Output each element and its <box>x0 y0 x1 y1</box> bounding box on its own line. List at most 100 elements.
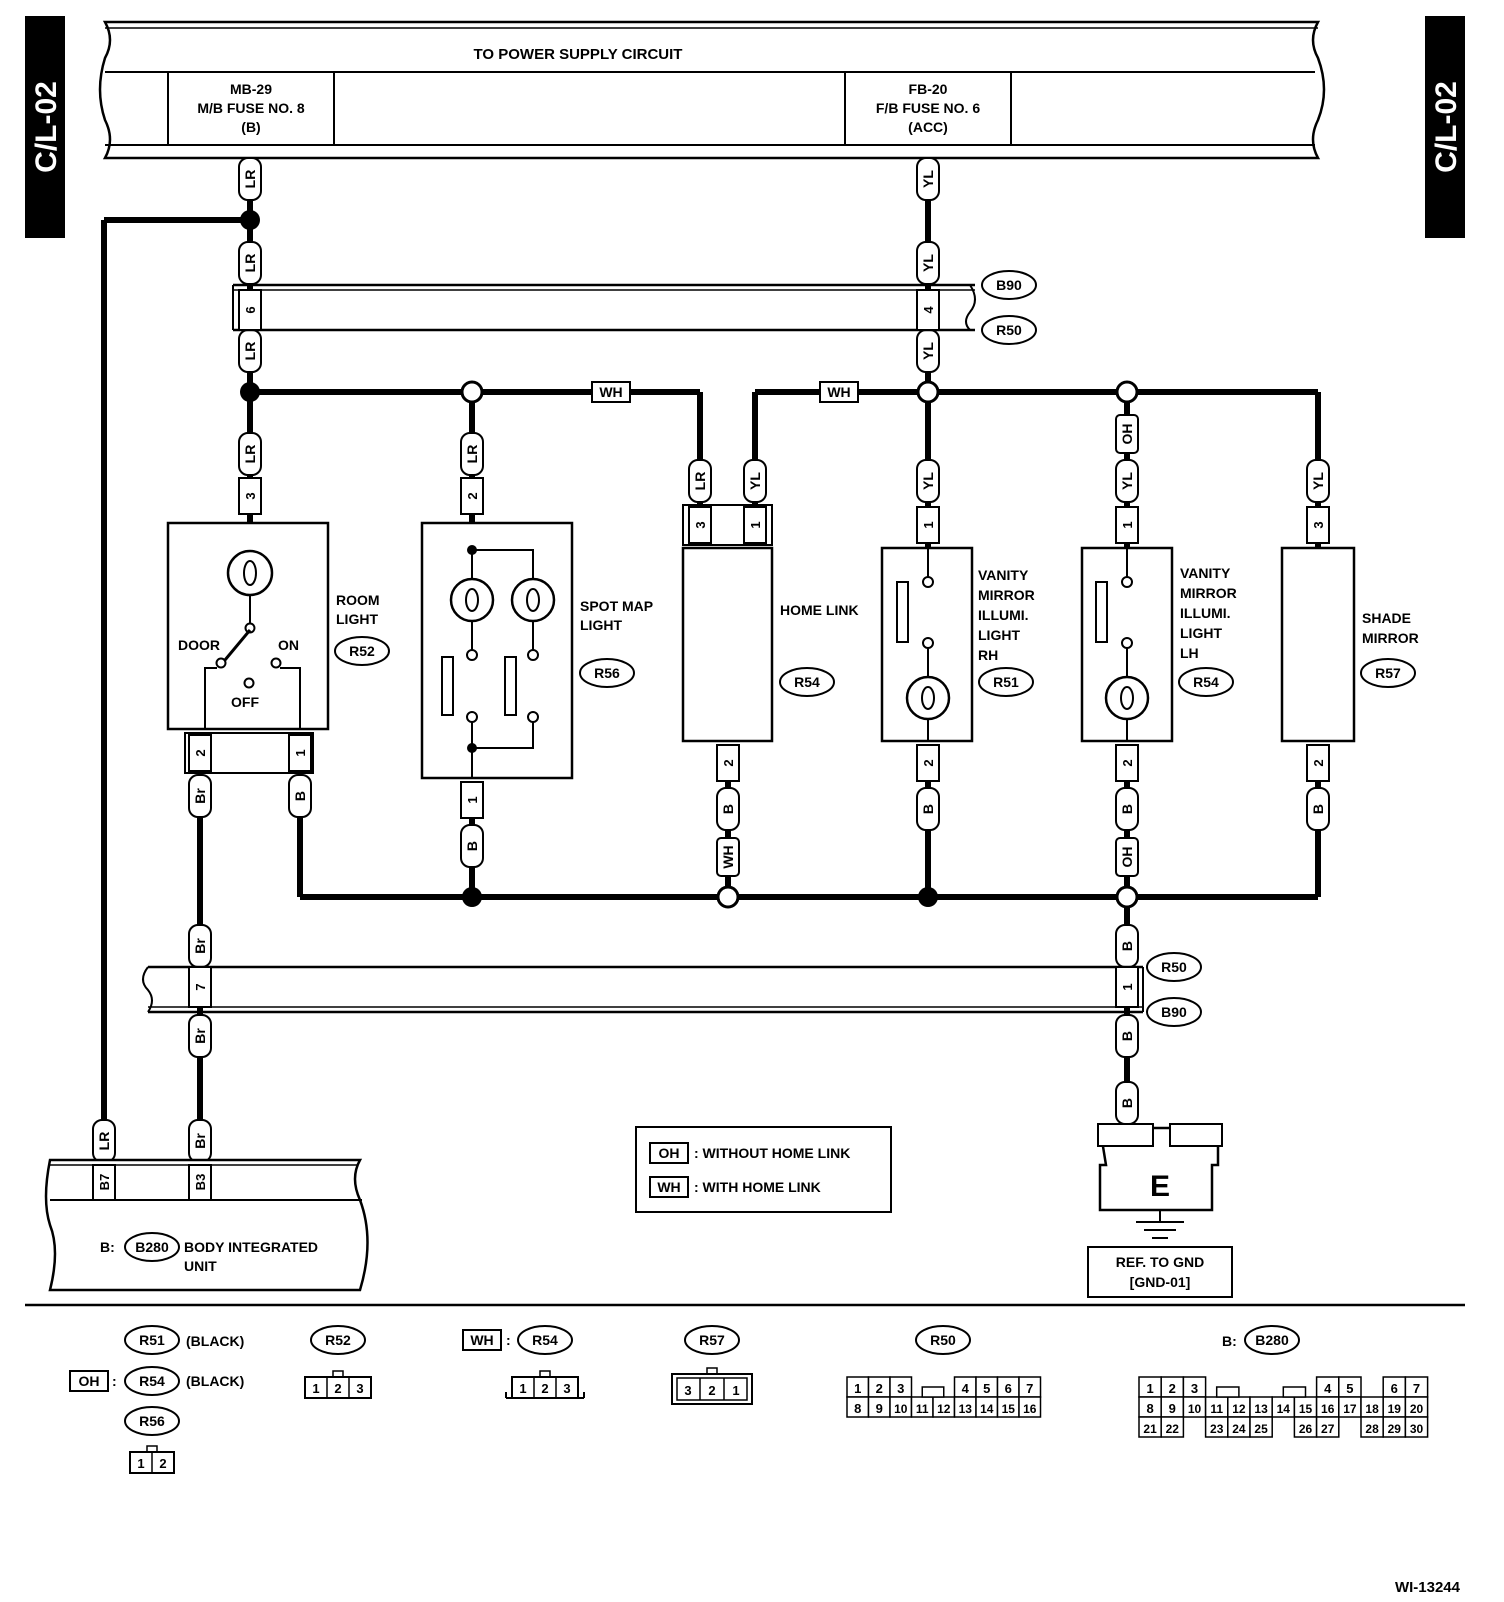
b280-pin: 23 <box>1210 1422 1224 1436</box>
svg-text:WH: WH <box>599 384 622 400</box>
svg-text:B: B <box>1310 804 1326 814</box>
b280-pin: 21 <box>1143 1422 1157 1436</box>
b280-pin: 11 <box>1210 1402 1223 1416</box>
svg-text:YL: YL <box>1119 472 1135 490</box>
svg-text:B: B <box>464 841 480 851</box>
svg-text:3: 3 <box>243 492 258 499</box>
svg-text:LR: LR <box>242 254 258 273</box>
svg-text:R56: R56 <box>139 1413 165 1429</box>
svg-text:R51: R51 <box>139 1332 165 1348</box>
svg-text:WH: WH <box>657 1179 680 1195</box>
svg-text:OH: OH <box>659 1145 680 1161</box>
svg-text:3: 3 <box>684 1383 691 1398</box>
svg-text:YL: YL <box>920 472 936 490</box>
r50-pin: 14 <box>980 1402 994 1416</box>
r50-pin: 6 <box>1005 1381 1012 1396</box>
b280-pin: 25 <box>1254 1422 1268 1436</box>
svg-text::: : <box>112 1373 117 1389</box>
svg-text:R57: R57 <box>1375 665 1401 681</box>
svg-text:B: B <box>1119 804 1135 814</box>
svg-text:3: 3 <box>1311 521 1326 528</box>
b280-pin: 18 <box>1365 1402 1379 1416</box>
svg-text:B: B <box>292 791 308 801</box>
r50-pin: 8 <box>854 1401 861 1416</box>
r50-pin: 7 <box>1026 1381 1033 1396</box>
key-r54-wh: WH : R54 1 2 3 <box>462 1325 585 1399</box>
key-r52: R52 1 2 3 <box>304 1325 372 1399</box>
b280-pin: 6 <box>1391 1381 1398 1396</box>
svg-text:LR: LR <box>96 1132 112 1151</box>
b280-pin: 2 <box>1169 1381 1176 1396</box>
r50-pin: 13 <box>959 1402 973 1416</box>
svg-text:B7: B7 <box>97 1174 112 1191</box>
key-r57: R57 3 2 1 <box>671 1325 753 1405</box>
b280-pin: 30 <box>1410 1422 1424 1436</box>
svg-text:DOOR: DOOR <box>178 637 220 653</box>
svg-text:Br: Br <box>192 788 208 804</box>
svg-text:B:: B: <box>100 1239 115 1255</box>
junctions <box>240 210 1139 909</box>
svg-text:1: 1 <box>312 1381 319 1396</box>
vanity-mirror-rh: 1 2 VANITY MIRROR ILLUMI. LIGHT RH R51 <box>880 506 1035 782</box>
key-r51-r54-r56: R51 (BLACK) OH : R54 (BLACK) R56 1 2 <box>69 1325 244 1474</box>
b280-pin: 15 <box>1299 1402 1313 1416</box>
svg-text:(ACC): (ACC) <box>908 119 948 135</box>
r50-pin: 1 <box>854 1381 861 1396</box>
b280-pin: 7 <box>1413 1381 1420 1396</box>
svg-text:[GND-01]: [GND-01] <box>1130 1274 1191 1290</box>
b280-pin: 28 <box>1365 1422 1379 1436</box>
svg-text:C/L-02: C/L-02 <box>30 81 63 173</box>
svg-text:1: 1 <box>293 749 308 756</box>
svg-text:R54: R54 <box>794 674 820 690</box>
svg-text:R52: R52 <box>325 1332 351 1348</box>
svg-text:(BLACK): (BLACK) <box>186 1333 244 1349</box>
svg-text:7: 7 <box>193 983 208 990</box>
b280-pin: 26 <box>1299 1422 1313 1436</box>
b280-pin: 27 <box>1321 1422 1335 1436</box>
svg-text:M/B FUSE NO. 8: M/B FUSE NO. 8 <box>197 100 305 116</box>
svg-text:(BLACK): (BLACK) <box>186 1373 244 1389</box>
svg-text:LIGHT: LIGHT <box>978 627 1020 643</box>
b280-pin: 5 <box>1346 1381 1353 1396</box>
side-tab-right: C/L-02 <box>1425 16 1465 238</box>
svg-text:2: 2 <box>921 759 936 766</box>
b280-pin: 1 <box>1146 1381 1153 1396</box>
svg-text:2: 2 <box>708 1383 715 1398</box>
svg-text:R54: R54 <box>139 1373 165 1389</box>
svg-text:1: 1 <box>748 521 763 528</box>
r50-pin: 4 <box>962 1381 970 1396</box>
svg-text:: WITHOUT HOME LINK: : WITHOUT HOME LINK <box>694 1145 850 1161</box>
svg-text:B90: B90 <box>1161 1004 1187 1020</box>
power-supply-header: TO POWER SUPPLY CIRCUIT MB-29 M/B FUSE N… <box>98 20 1326 160</box>
svg-text:UNIT: UNIT <box>184 1258 217 1274</box>
svg-text:2: 2 <box>541 1381 548 1396</box>
r50-pin: 3 <box>897 1381 904 1396</box>
svg-text:1: 1 <box>465 796 480 803</box>
r50-pin: 16 <box>1023 1402 1037 1416</box>
svg-text:F/B FUSE NO. 6: F/B FUSE NO. 6 <box>876 100 980 116</box>
svg-text:WH: WH <box>720 845 736 868</box>
b280-pin: 13 <box>1254 1402 1268 1416</box>
b280-pin: 20 <box>1410 1402 1424 1416</box>
svg-text:LR: LR <box>692 472 708 491</box>
wire-tags: LR LR LR LR LR LR YL YL YL YL YL OH YL Y… <box>92 157 1330 1163</box>
svg-text:OFF: OFF <box>231 694 259 710</box>
svg-text:B: B <box>1119 941 1135 951</box>
svg-text:REF. TO GND: REF. TO GND <box>1116 1254 1204 1270</box>
svg-text:6: 6 <box>243 306 258 313</box>
svg-text:R54: R54 <box>532 1332 558 1348</box>
b280-pin: 16 <box>1321 1402 1335 1416</box>
svg-text:LIGHT: LIGHT <box>580 617 622 633</box>
svg-text:(B): (B) <box>241 119 260 135</box>
svg-text:1: 1 <box>732 1383 739 1398</box>
svg-text:R54: R54 <box>1193 674 1219 690</box>
b280-pin: 4 <box>1324 1381 1332 1396</box>
svg-text:3: 3 <box>563 1381 570 1396</box>
wh-tags: WH WH <box>591 381 859 403</box>
svg-text:1: 1 <box>1120 521 1135 528</box>
svg-text:ROOM: ROOM <box>336 592 380 608</box>
svg-text:LIGHT: LIGHT <box>336 611 378 627</box>
b280-pin: 10 <box>1188 1402 1202 1416</box>
svg-text:R52: R52 <box>349 643 375 659</box>
